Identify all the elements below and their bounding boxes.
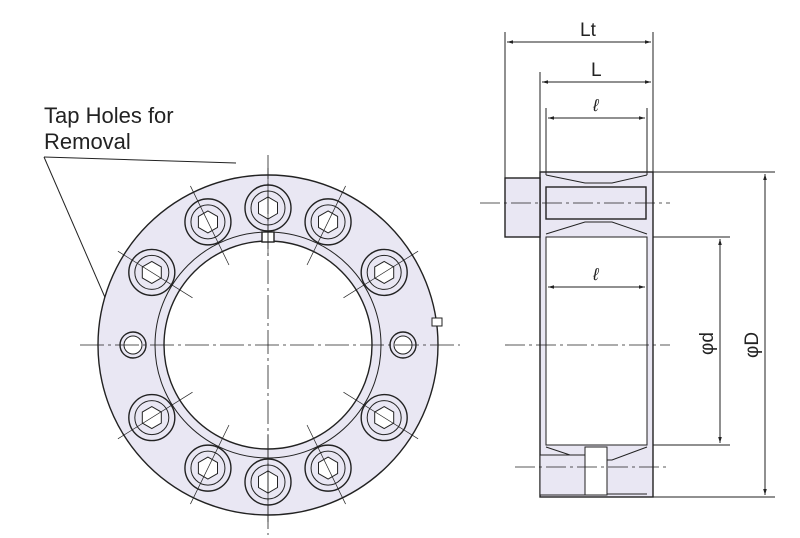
front-view bbox=[80, 155, 460, 535]
dimension-lines bbox=[504, 32, 775, 498]
dim-d-label: φd bbox=[697, 332, 718, 355]
side-view bbox=[480, 171, 670, 498]
tap-hole-section bbox=[539, 454, 586, 496]
bolt bbox=[184, 424, 232, 505]
callout-line-1: Tap Holes for bbox=[44, 103, 174, 128]
bolt bbox=[184, 185, 232, 266]
slit-right bbox=[431, 317, 443, 327]
bolt bbox=[117, 391, 193, 442]
bolt bbox=[343, 248, 419, 299]
dim-Lt-label: Lt bbox=[580, 20, 597, 41]
bolt bbox=[304, 424, 352, 505]
tap-holes-callout: Tap Holes for Removal bbox=[44, 103, 174, 155]
callout-line-2: Removal bbox=[44, 129, 131, 154]
dim-D-label: φD bbox=[742, 332, 763, 358]
bore-section bbox=[545, 236, 648, 446]
dim-l-mid-label: ℓ bbox=[592, 265, 599, 284]
dim-L-label: L bbox=[591, 60, 602, 81]
bolt bbox=[117, 248, 193, 299]
bolt bbox=[304, 185, 352, 266]
bolt bbox=[343, 391, 419, 442]
screw-head bbox=[504, 177, 541, 238]
dim-l-top-label: ℓ bbox=[592, 96, 599, 115]
centerlines bbox=[80, 155, 460, 535]
